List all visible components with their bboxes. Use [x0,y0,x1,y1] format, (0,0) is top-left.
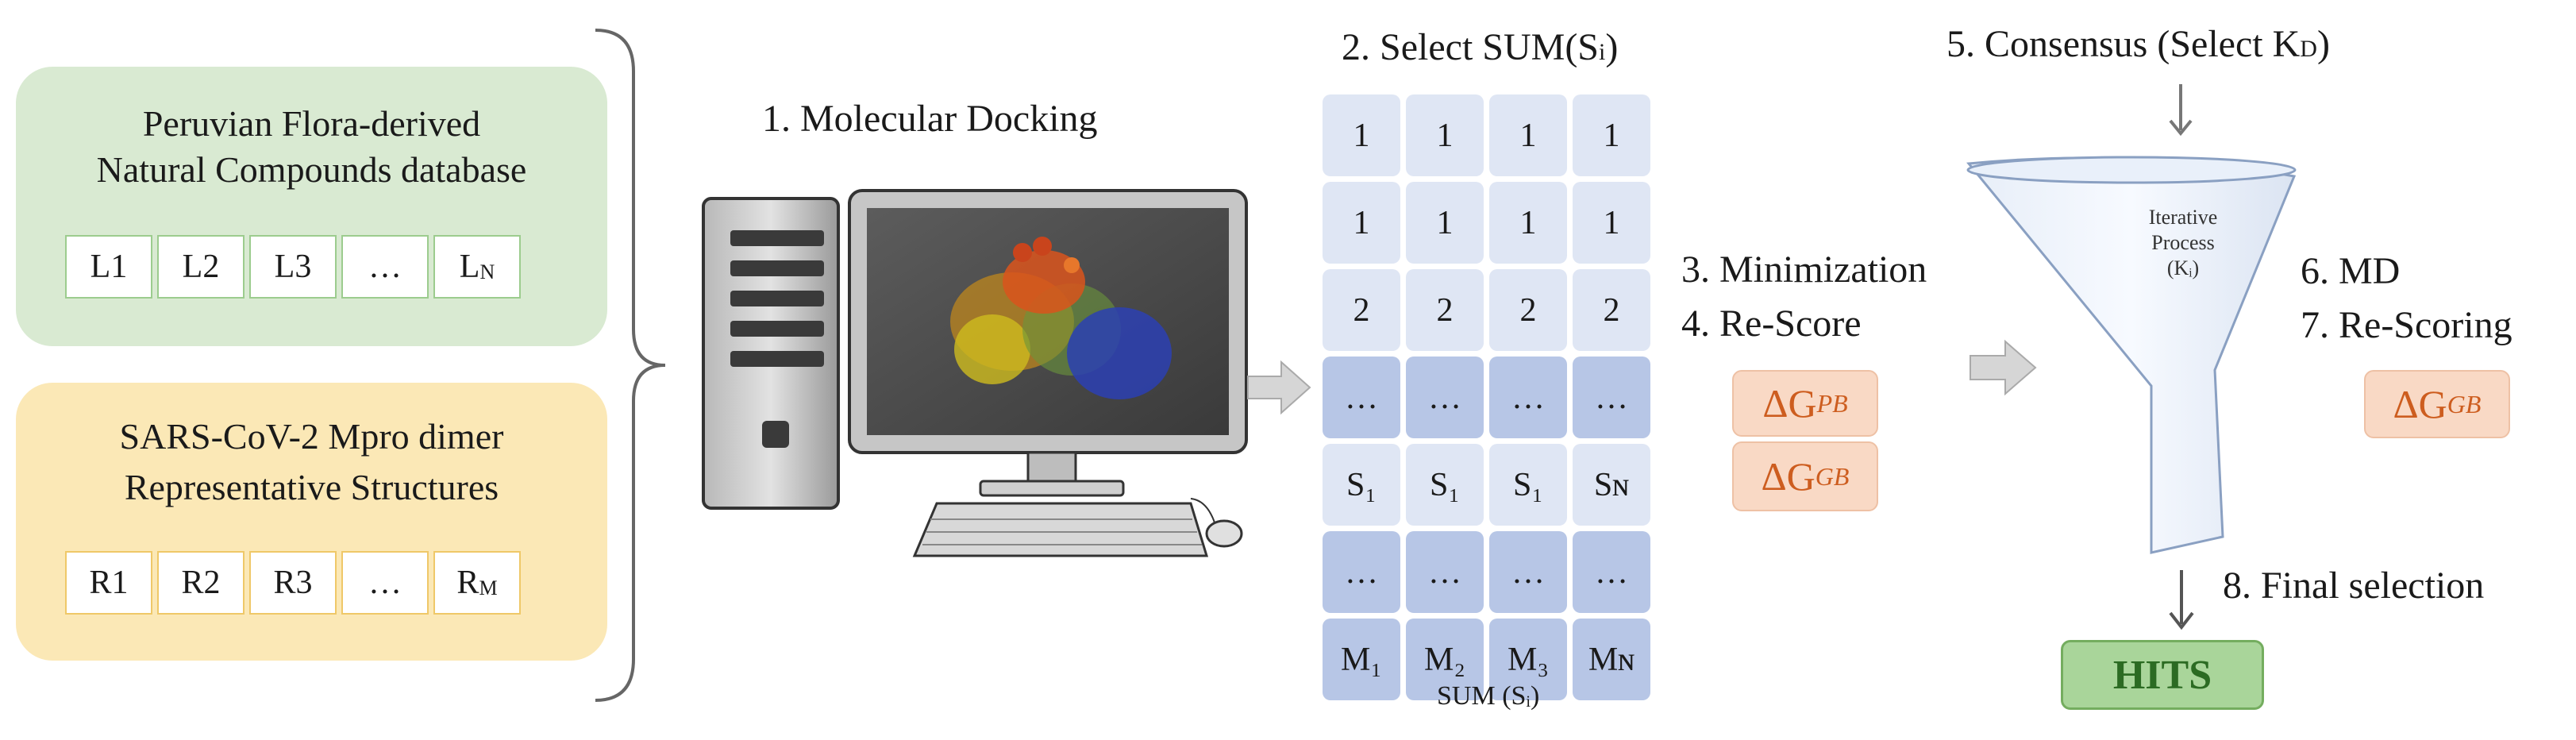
matrix-cell: 1 [1573,182,1650,264]
matrix-cell: 2 [1406,269,1484,351]
flow-arrow-icon [1247,360,1311,415]
hits-box: HITS [2061,640,2264,710]
ligand-chip: L3 [249,235,337,299]
protein-structure-icon [950,237,1172,399]
matrix-cell: … [1406,357,1484,438]
matrix-cell: 2 [1489,269,1567,351]
receptor-chip: R1 [65,551,152,615]
flow-arrow-icon [1970,339,2037,396]
step-minimization-label: 3. Minimization [1681,249,1927,291]
structures-title-line2: Representative Structures [124,467,499,507]
step-docking-label: 1. Molecular Docking [762,98,1098,140]
grouping-brace [595,29,666,702]
matrix-cell: 2 [1573,269,1650,351]
matrix-cell: … [1573,531,1650,613]
matrix-cell: … [1406,531,1484,613]
matrix-cell: 1 [1406,182,1484,264]
database-title-line1: Peruvian Flora-derived [142,103,481,144]
receptor-chip: … [341,551,429,615]
matrix-cell: … [1489,531,1567,613]
matrix-cell: 2 [1323,269,1400,351]
matrix-cell: M₁ [1323,619,1400,700]
matrix-cell: M₂ [1406,619,1484,700]
structures-title-line1: SARS-CoV-2 Mpro dimer [119,416,504,457]
matrix-cell: … [1323,357,1400,438]
matrix-cell: S₁ [1323,444,1400,526]
matrix-cell: … [1573,357,1650,438]
step-md-label: 6. MD [2301,250,2401,292]
funnel-label: Iterative Process (Kᵢ) [2148,206,2218,279]
matrix-cell: 1 [1573,94,1650,176]
matrix-cell: 1 [1323,182,1400,264]
ligand-chip: L2 [157,235,245,299]
receptor-chip: R3 [249,551,337,615]
funnel-diagram [1966,84,2297,630]
ligand-chip: … [341,235,429,299]
matrix-cell: S₁ [1406,444,1484,526]
matrix-cell: M₃ [1489,619,1567,700]
matrix-cell: 1 [1406,94,1484,176]
step-consensus-label: 5. Consensus (Select KD) [1946,23,2330,65]
matrix-cell: 1 [1323,94,1400,176]
matrix-cell: 1 [1489,94,1567,176]
step-select-label: 2. Select SUM(Si) [1342,26,1619,68]
step-rescoring-label: 7. Re-Scoring [2301,304,2512,346]
database-title-line2: Natural Compounds database [96,149,527,190]
ligand-chip: L1 [65,235,152,299]
receptor-chip: R2 [157,551,245,615]
compound-database-panel: Peruvian Flora-derived Natural Compounds… [16,67,607,346]
matrix-cell: 1 [1489,182,1567,264]
step-rescore-label: 4. Re-Score [1681,303,1862,345]
matrix-cell: S₁ [1489,444,1567,526]
grid-caption: SUM (Sᵢ) [1437,681,1540,711]
matrix-cell: Sɴ [1573,444,1650,526]
step-final-selection-label: 8. Final selection [2223,565,2485,607]
computer-icon [702,189,1248,557]
matrix-cell: Mɴ [1573,619,1650,700]
structures-panel: SARS-CoV-2 Mpro dimer Representative Str… [16,383,607,661]
matrix-cell: … [1489,357,1567,438]
matrix-cell: … [1323,531,1400,613]
